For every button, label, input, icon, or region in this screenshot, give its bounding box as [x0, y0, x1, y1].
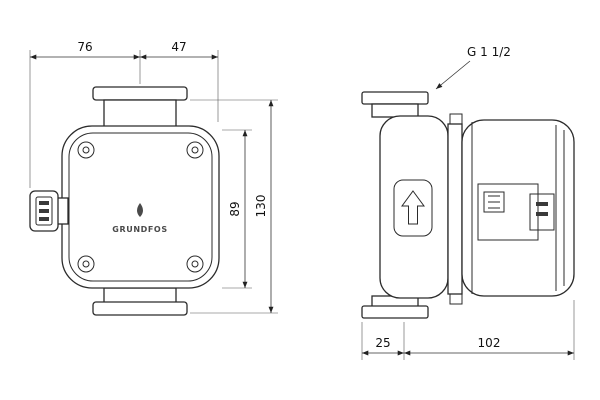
thread-callout: G 1 1/2: [435, 45, 511, 90]
dimension-width-right: 47: [140, 40, 219, 122]
dim-label-depth-front: 25: [375, 336, 390, 350]
bottom-neck: [103, 287, 177, 304]
thread-leader-line: [435, 60, 471, 90]
motor-housing: [461, 119, 575, 297]
side-top-neck: [371, 103, 419, 118]
thread-size-label: G 1 1/2: [467, 45, 511, 59]
dim-label-width-left: 76: [77, 40, 92, 54]
droplet-icon: [137, 203, 143, 217]
side-top-flange: [361, 91, 429, 105]
clamp-ring: [447, 123, 463, 295]
flow-arrow-plate: [393, 179, 433, 237]
volute-housing: [379, 115, 449, 299]
clamp-screw-bottom: [449, 293, 463, 305]
dimension-depth-front: 25: [361, 322, 405, 360]
top-neck: [103, 99, 177, 128]
clamp-screw-top: [449, 113, 463, 125]
top-flange: [92, 86, 188, 101]
side-view: [361, 91, 575, 319]
bottom-flange: [92, 301, 188, 316]
dimension-depth-motor: 102: [404, 300, 575, 360]
dimension-height-total: 130: [190, 99, 278, 314]
dim-label-depth-motor: 102: [478, 336, 501, 350]
side-bottom-flange: [361, 305, 429, 319]
front-view: GRUNDFOS: [29, 86, 220, 316]
dim-label-height-body: 89: [228, 201, 242, 216]
side-terminal-box: [477, 183, 555, 241]
pump-body-inner: [68, 132, 213, 282]
dimension-height-body: 89: [222, 129, 252, 289]
corner-bolts: [77, 141, 204, 273]
flow-arrow-icon: [401, 190, 425, 225]
dim-label-height-total: 130: [254, 195, 268, 218]
brand-logo: GRUNDFOS: [112, 203, 167, 234]
dim-label-width-right: 47: [171, 40, 186, 54]
terminal-plug: [29, 190, 69, 232]
dimension-width-left: 76: [29, 40, 141, 188]
brand-wordmark: GRUNDFOS: [112, 225, 167, 234]
